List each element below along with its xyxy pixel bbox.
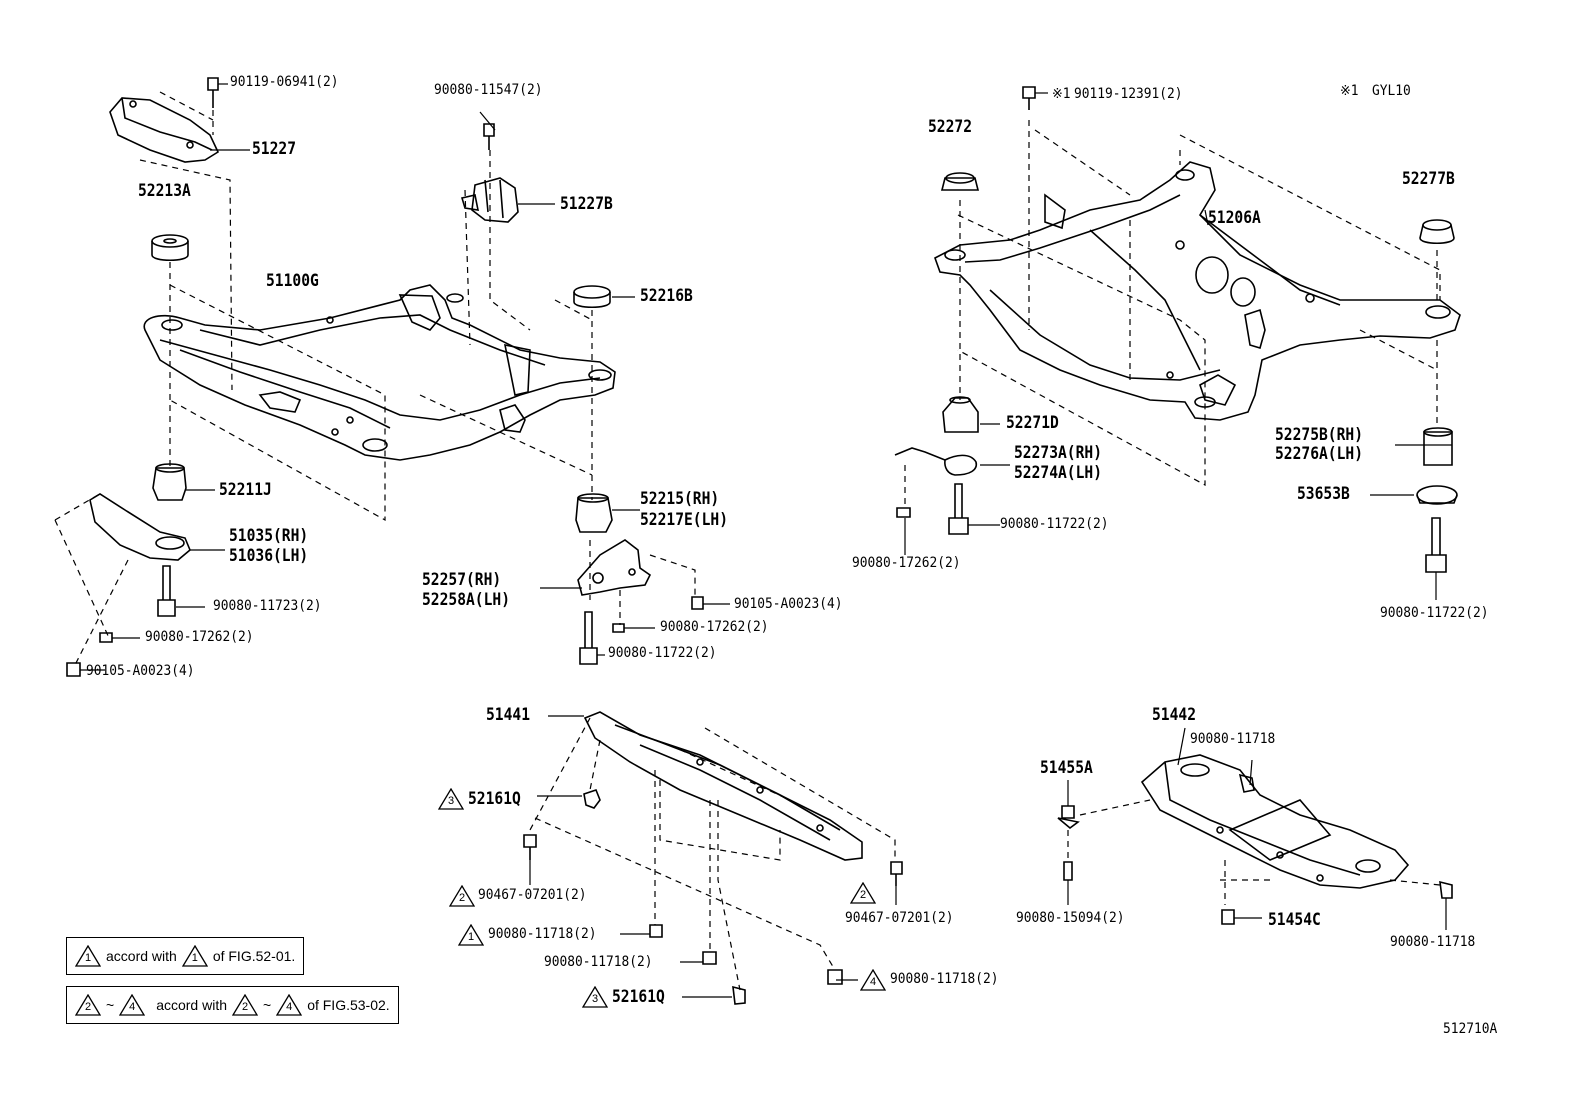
- part-label: 90080-11722(2): [608, 645, 717, 661]
- bracket-51227b: [460, 177, 519, 223]
- part-label: 51206A: [1208, 208, 1261, 228]
- part-label: 52258A(LH): [422, 590, 511, 610]
- triangle-marker-icon: 1: [458, 924, 484, 946]
- part-label: 51454C: [1268, 910, 1321, 930]
- part-label: 90080-11718(2): [544, 954, 653, 970]
- part-label: 90080-11718: [1190, 731, 1276, 747]
- part-label: 52274A(LH): [1014, 463, 1103, 483]
- part-label: 51035(RH): [229, 526, 309, 546]
- part-label: 52161Q: [612, 987, 665, 1007]
- part-label-marker: ※1: [1052, 86, 1071, 102]
- part-label: 51227: [252, 139, 297, 159]
- part-label: 52272: [928, 117, 973, 137]
- guide-lines-51442: [1067, 799, 1441, 905]
- leader-lines: [80, 83, 1452, 998]
- part-label: 90105-A0023(4): [86, 663, 195, 679]
- bolts-front: [66, 77, 704, 677]
- part-label: 51036(LH): [229, 546, 309, 566]
- part-label: 90080-17262(2): [145, 629, 254, 645]
- under-cover-51441: [583, 711, 863, 861]
- part-label: 90105-A0023(4): [734, 596, 843, 612]
- part-label: 51442: [1152, 705, 1197, 725]
- bushings-rear: [894, 172, 1458, 505]
- triangle-marker-icon: 3: [438, 788, 464, 810]
- bolts-rear: [896, 86, 1447, 573]
- under-cover-51442: [1140, 754, 1410, 889]
- part-label: 51455A: [1040, 758, 1093, 778]
- part-label: 52277B: [1402, 169, 1455, 189]
- bracket-52257: [577, 539, 652, 596]
- part-label: 90080-11718(2): [488, 926, 597, 942]
- triangle-marker-icon: 1: [181, 945, 208, 967]
- part-label: 90080-11718(2): [890, 971, 999, 987]
- legend-separator: ~: [263, 997, 272, 1013]
- part-label: 90080-11718: [1390, 934, 1476, 950]
- part-label: 90080-17262(2): [852, 555, 961, 571]
- triangle-marker-icon: 2: [75, 994, 101, 1016]
- part-label: 52271D: [1006, 413, 1059, 433]
- legend-text: of FIG.52-01.: [212, 948, 296, 964]
- part-label: 52257(RH): [422, 570, 502, 590]
- clips-51442: [1057, 773, 1453, 925]
- clips-51441: [523, 789, 903, 1005]
- part-label: 90080-11722(2): [1380, 605, 1489, 621]
- triangle-marker-icon: 1: [75, 945, 101, 967]
- part-label: 52211J: [219, 480, 272, 500]
- triangle-marker-icon: 3: [582, 986, 608, 1008]
- applicability-note-marker: ※1: [1340, 83, 1359, 99]
- applicability-note: GYL10: [1372, 83, 1411, 99]
- triangle-marker-icon: 4: [276, 994, 303, 1016]
- part-label: 90119-12391(2): [1074, 86, 1183, 102]
- part-label: 90080-15094(2): [1016, 910, 1125, 926]
- bracket-51035: [89, 493, 191, 561]
- part-label: 52161Q: [468, 789, 521, 809]
- figure-id: 512710A: [1443, 1021, 1498, 1037]
- part-label: 52216B: [640, 286, 693, 306]
- part-label: 90080-17262(2): [660, 619, 769, 635]
- legend-text: of FIG.53-02.: [307, 997, 390, 1013]
- part-label: 52213A: [138, 181, 191, 201]
- part-label: 90467-07201(2): [845, 910, 954, 926]
- part-label: 51227B: [560, 194, 613, 214]
- front-crossmember-51100g: [143, 284, 616, 461]
- legend-text: accord with: [156, 997, 227, 1013]
- rear-crossmember-51206a: [934, 161, 1461, 421]
- bracket-51227: [109, 97, 220, 163]
- triangle-marker-icon: 4: [860, 969, 886, 991]
- triangle-marker-icon: 2: [449, 885, 475, 907]
- triangle-marker-icon: 2: [850, 882, 876, 904]
- legend-text: accord with: [106, 948, 177, 964]
- part-label: 52215(RH): [640, 489, 720, 509]
- triangle-marker-icon: 2: [232, 994, 258, 1016]
- guide-lines-rear: [904, 120, 1441, 505]
- part-label: 52273A(RH): [1014, 443, 1103, 463]
- part-label: 51100G: [266, 271, 319, 291]
- bushings-front: [151, 234, 613, 533]
- legend-separator: ~: [106, 997, 115, 1013]
- legend-row-2: 2 ~ 4 accord with 2 ~ 4 of FIG.53-02.: [66, 986, 399, 1024]
- part-label: 90080-11723(2): [213, 598, 322, 614]
- part-label: 90119-06941(2): [230, 74, 339, 90]
- part-label: 52217E(LH): [640, 510, 729, 530]
- part-label: 90080-11547(2): [434, 82, 543, 98]
- legend-row-1: 1 accord with 1 of FIG.52-01.: [66, 937, 305, 975]
- part-label: 52276A(LH): [1275, 444, 1364, 464]
- part-label: 52275B(RH): [1275, 425, 1364, 445]
- triangle-marker-icon: 4: [119, 994, 146, 1016]
- part-label: 90080-11722(2): [1000, 516, 1109, 532]
- guide-lines-front: [54, 91, 696, 666]
- part-label: 90467-07201(2): [478, 887, 587, 903]
- guide-lines-51441: [529, 717, 896, 991]
- part-label: 53653B: [1297, 484, 1350, 504]
- part-label: 51441: [486, 705, 531, 725]
